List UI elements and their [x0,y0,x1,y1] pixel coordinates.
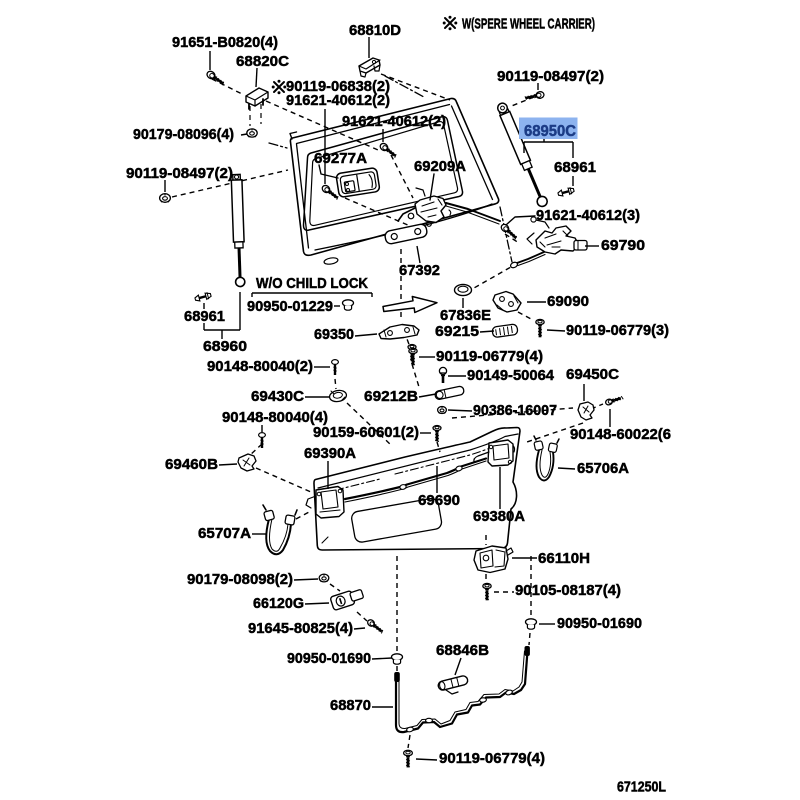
svg-text:69460B: 69460B [165,456,218,473]
svg-text:90179-08098(2): 90179-08098(2) [187,571,293,588]
svg-text:90105-08187(4): 90105-08187(4) [515,582,621,599]
svg-text:68820C: 68820C [236,53,289,70]
svg-text:90950-01229: 90950-01229 [247,298,333,315]
svg-text:66110H: 66110H [538,550,590,567]
svg-text:68846B: 68846B [436,642,489,659]
svg-text:69390A: 69390A [304,445,356,462]
svg-text:90148-80040(4): 90148-80040(4) [222,409,328,426]
svg-text:69209A: 69209A [414,158,466,175]
svg-text:69450C: 69450C [566,366,619,383]
svg-text:90119-06779(4): 90119-06779(4) [439,750,545,767]
svg-text:W(SPERE WHEEL CARRIER): W(SPERE WHEEL CARRIER) [462,16,595,33]
svg-text:68870: 68870 [330,697,371,714]
svg-text:68961: 68961 [184,308,226,325]
svg-text:90119-06779(4): 90119-06779(4) [436,348,543,365]
svg-text:65706A: 65706A [577,460,629,477]
svg-text:68960: 68960 [203,338,247,355]
svg-text:69690: 69690 [418,492,460,509]
svg-text:69090: 69090 [547,293,589,310]
svg-text:68810D: 68810D [349,22,401,39]
svg-text:67836E: 67836E [440,307,491,324]
svg-text:91651-B0820(4): 91651-B0820(4) [172,34,278,51]
svg-text:67392: 67392 [399,262,440,279]
svg-text:90148-80040(2): 90148-80040(2) [207,358,313,375]
svg-text:91645-80825(4): 91645-80825(4) [248,620,353,637]
svg-text:90149-50064: 90149-50064 [467,367,555,384]
svg-text:68961: 68961 [554,159,597,176]
svg-text:90119-08497(2): 90119-08497(2) [126,165,233,182]
svg-text:68950C: 68950C [524,123,576,140]
svg-text:90386-16007: 90386-16007 [473,402,557,419]
svg-text:90179-08096(4): 90179-08096(4) [133,126,234,143]
svg-text:90950-01690: 90950-01690 [287,650,371,667]
svg-text:90119-06838(2): 90119-06838(2) [286,78,390,95]
svg-text:90119-06779(3): 90119-06779(3) [566,322,669,339]
svg-text:91621-40612(2): 91621-40612(2) [286,92,390,109]
svg-text:69212B: 69212B [364,388,418,405]
svg-text:90159-60601(2): 90159-60601(2) [313,424,419,441]
svg-text:69790: 69790 [601,237,645,254]
svg-text:671250L: 671250L [617,780,666,796]
svg-text:W/O CHILD LOCK: W/O CHILD LOCK [256,275,368,292]
svg-text:69430C: 69430C [251,388,304,405]
svg-text:69350: 69350 [314,326,354,343]
svg-text:66120G: 66120G [253,595,304,612]
svg-text:69215: 69215 [435,323,480,340]
svg-text:90950-01690: 90950-01690 [557,615,642,632]
svg-text:65707A: 65707A [198,525,251,542]
svg-text:90119-08497(2): 90119-08497(2) [497,68,604,85]
svg-text:91621-40612(2): 91621-40612(2) [342,113,446,130]
svg-text:69380A: 69380A [473,508,525,525]
svg-text:90148-60022(6: 90148-60022(6 [570,426,671,443]
svg-text:69277A: 69277A [314,150,367,167]
svg-text:91621-40612(3): 91621-40612(3) [536,207,640,224]
